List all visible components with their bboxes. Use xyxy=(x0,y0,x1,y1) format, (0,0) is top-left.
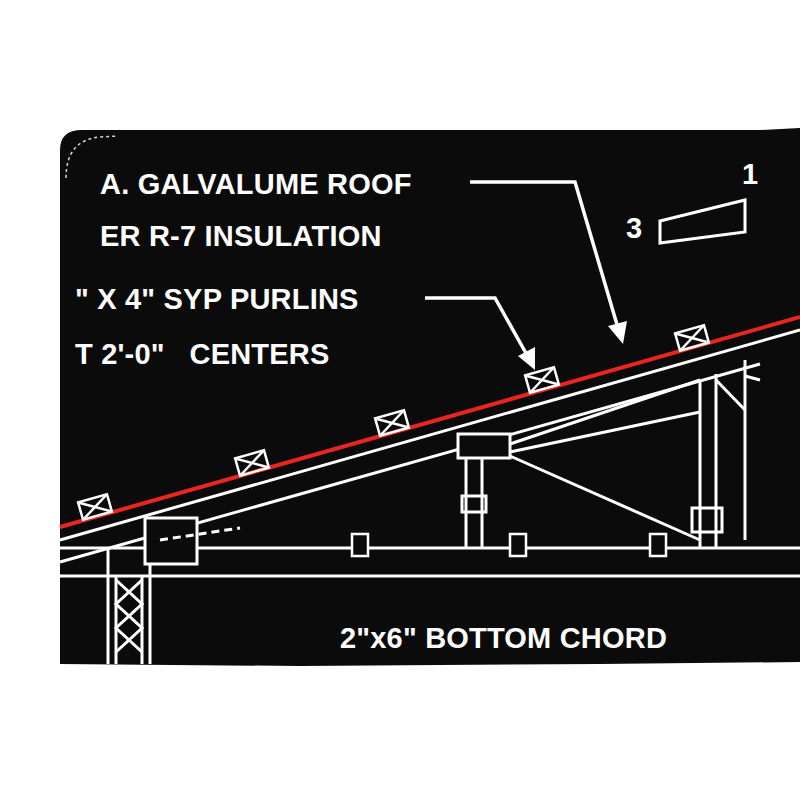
callout-text: T 2'-0" CENTERS xyxy=(75,340,329,369)
roof-line xyxy=(60,317,800,527)
callout-text: ER R-7 INSULATION xyxy=(100,222,382,251)
blocks xyxy=(352,534,666,556)
leader-line xyxy=(470,182,618,328)
top-chord xyxy=(60,330,800,540)
arrowhead xyxy=(608,321,627,344)
post xyxy=(108,518,240,664)
callout-text: " X 4" SYP PURLINS xyxy=(75,285,359,314)
leader-line xyxy=(425,298,527,355)
callout-text: 2"x6" BOTTOM CHORD xyxy=(340,624,667,653)
callout-number: 1 xyxy=(742,160,758,189)
web xyxy=(458,360,760,548)
callout-number: 3 xyxy=(626,214,642,243)
slope-symbol xyxy=(660,200,745,243)
bottom-chord xyxy=(60,575,800,578)
arrowhead xyxy=(518,347,535,370)
callout-text: A. GALVALUME ROOF xyxy=(100,170,412,199)
shirt-fabric xyxy=(60,128,800,666)
